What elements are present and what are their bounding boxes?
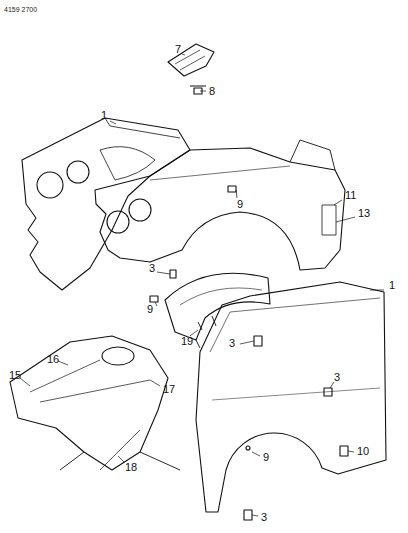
hood-hinge [168, 44, 214, 76]
callout-number: 17 [162, 384, 176, 395]
callout-number: 3 [148, 263, 156, 274]
callout-number: 3 [228, 338, 236, 349]
screw [254, 336, 262, 346]
frame-rail [10, 336, 168, 470]
callout-number: 9 [262, 452, 270, 463]
callout-number: 11 [344, 190, 357, 201]
callout-number: 3 [333, 372, 341, 383]
callout-number: 16 [46, 354, 60, 365]
inner-apron-left [22, 118, 190, 290]
callout-number: 9 [146, 304, 154, 315]
callout-number: 9 [236, 199, 244, 210]
callout-number: 3 [260, 512, 268, 523]
bolt [190, 86, 206, 94]
callout-number: 1 [100, 110, 108, 121]
inner-apron-right [95, 148, 345, 270]
callout-number: 8 [208, 86, 216, 97]
callout-number: 13 [357, 208, 371, 219]
front-fender [196, 282, 386, 512]
clip [228, 186, 236, 192]
callout-number: 19 [180, 336, 194, 347]
splash-shield [165, 273, 270, 340]
callout-number: 18 [124, 462, 138, 473]
callout-number: 15 [8, 370, 22, 381]
callout-number: 7 [174, 44, 182, 55]
figure-code: 4159 2700 [3, 6, 38, 13]
callout-number: 1 [388, 280, 396, 291]
callout-number: 10 [356, 446, 370, 457]
